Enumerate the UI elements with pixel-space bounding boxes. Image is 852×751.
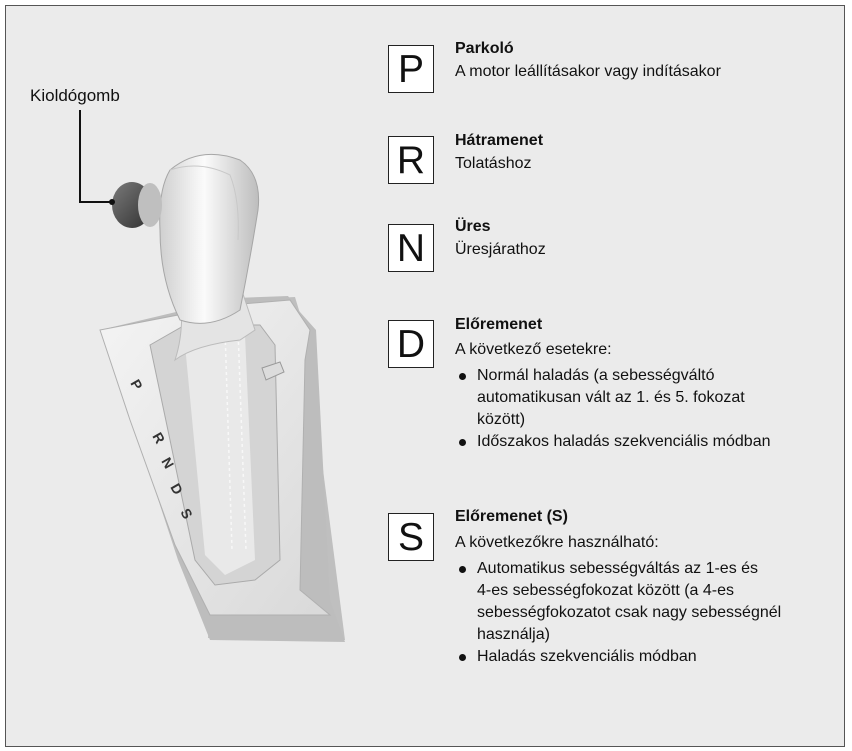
gear-desc-s: A következőkre használható: [455, 534, 659, 552]
gear-symbol-n: N [388, 224, 434, 272]
gear-title-s: Előremenet (S) [455, 508, 568, 526]
gear-bullets-d: Normál haladás (a sebességváltó automati… [455, 365, 771, 453]
gear-desc-p: A motor leállításakor vagy indításakor [455, 63, 721, 81]
gear-desc-d: A következő esetekre: [455, 341, 612, 359]
list-item: Haladás szekvenciális módban [455, 646, 781, 668]
gear-title-n: Üres [455, 218, 491, 236]
gear-bullets-s: Automatikus sebességváltás az 1-es és 4-… [455, 558, 781, 668]
list-item: Automatikus sebességváltás az 1-es és 4-… [455, 558, 781, 646]
gear-desc-r: Tolatáshoz [455, 155, 532, 173]
list-item: Időszakos haladás szekvenciális módban [455, 431, 771, 453]
gear-title-r: Hátramenet [455, 132, 543, 150]
gear-symbol-r: R [388, 136, 434, 184]
gear-symbol-d: D [388, 320, 434, 368]
release-button-label: Kioldógomb [30, 86, 120, 106]
gear-title-p: Parkoló [455, 40, 514, 58]
gear-symbol-s: S [388, 513, 434, 561]
list-item: Normál haladás (a sebességváltó automati… [455, 365, 771, 431]
gear-title-d: Előremenet [455, 316, 542, 334]
callout-line [80, 110, 112, 202]
gear-symbol-p: P [388, 45, 434, 93]
gear-desc-n: Üresjárathoz [455, 241, 546, 259]
